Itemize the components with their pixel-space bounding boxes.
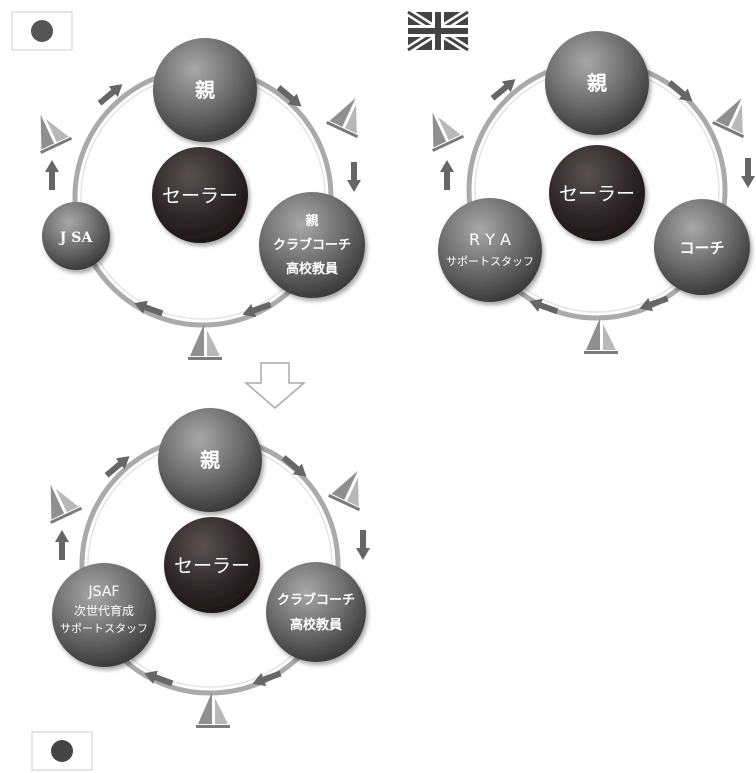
node-left	[42, 202, 110, 270]
sailboat-icon	[584, 318, 618, 354]
center-node	[164, 517, 260, 613]
cycle-arrow	[45, 160, 59, 190]
node-right-label: コーチ	[679, 239, 724, 257]
node-left-label-3: サポートスタッフ	[60, 622, 148, 635]
sailboat-icon	[712, 91, 756, 139]
node-right-label-1: 親	[305, 213, 318, 229]
node-left-label-1: R Y A	[469, 230, 511, 249]
cycle-arrow	[274, 82, 306, 113]
sailboat-icon	[26, 106, 73, 154]
node-left-label: J SA	[58, 230, 94, 246]
japan-flag-icon-bottom	[31, 731, 93, 771]
cycle-arrow	[347, 162, 361, 192]
down-arrow-icon	[243, 362, 307, 409]
node-right-label-2: 高校教員	[290, 617, 342, 633]
node-top-label: 親	[195, 78, 215, 102]
cycle-diagram-uk: 親 セーラー R Y A サポートスタッフ コーチ	[418, 31, 756, 354]
node-right	[259, 192, 365, 298]
cycle-arrow	[95, 78, 127, 109]
uk-flag-icon	[405, 8, 471, 54]
cycle-arrow	[440, 160, 454, 190]
node-right-label-2: クラブコーチ	[273, 237, 351, 253]
center-label: セーラー	[559, 183, 635, 205]
cycle-arrow	[356, 530, 370, 560]
node-top	[153, 38, 257, 142]
sailboat-icon	[326, 91, 373, 139]
node-top-label: 親	[587, 71, 607, 95]
sailboat-icon	[188, 324, 222, 360]
center-label: セーラー	[174, 555, 250, 577]
japan-flag-icon-top	[11, 11, 73, 51]
node-right-label-1: クラブコーチ	[277, 592, 355, 608]
node-right	[654, 199, 750, 295]
cycle-diagram-japan-current: 親 セーラー J SA 親 クラブコーチ 高校教員	[26, 38, 373, 360]
cycle-diagram-japan-proposed: 親 セーラー JSAF 次世代育成 サポートスタッフ クラブコーチ 高校教員	[36, 408, 375, 728]
center-node	[549, 145, 645, 241]
sailboat-icon	[418, 104, 465, 152]
node-left-label-2: 次世代育成	[74, 603, 134, 618]
node-top-label: 親	[200, 448, 220, 472]
sailboat-icon	[328, 464, 375, 512]
node-right-label-3: 高校教員	[286, 261, 338, 277]
center-label: セーラー	[162, 185, 238, 207]
center-node	[152, 147, 248, 243]
cycle-arrow	[741, 158, 755, 188]
sailboat-icon	[196, 692, 230, 728]
node-left-label-1: JSAF	[88, 584, 120, 600]
node-right	[266, 562, 366, 662]
node-top	[158, 408, 262, 512]
cycle-arrow	[55, 530, 69, 560]
sailboat-icon	[36, 476, 83, 524]
node-left-label-2: サポートスタッフ	[446, 255, 534, 268]
node-left	[52, 563, 156, 667]
node-top	[545, 31, 649, 135]
node-left	[438, 198, 542, 302]
